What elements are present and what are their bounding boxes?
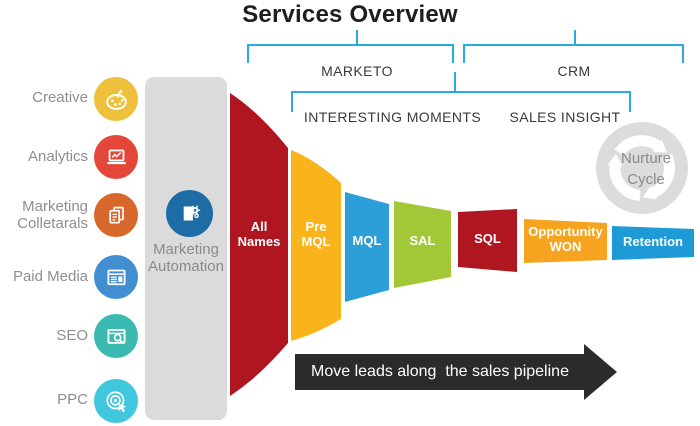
page-title: Services Overview xyxy=(242,1,458,28)
stage-label-sal: SAL xyxy=(409,233,436,248)
stage-label-retention: Retention xyxy=(623,234,683,249)
bracket-label-marketo: MARKETO xyxy=(321,63,393,79)
marketing-automation-bar xyxy=(145,77,227,420)
funnel-stage-all-names xyxy=(230,93,288,396)
funnel-stage-sal xyxy=(394,201,451,288)
bracket-lines xyxy=(247,30,684,112)
sidebar-item-creative: Creative xyxy=(32,89,88,106)
stage-label-mql: MQL xyxy=(352,233,382,248)
seo-icon-circle xyxy=(94,314,138,358)
palette-icon xyxy=(105,89,127,110)
document-gear-icon xyxy=(183,205,201,221)
funnel-stage-opportunity-won xyxy=(524,219,607,263)
laptop-chart-icon xyxy=(106,149,126,164)
stage-label-all-names: All Names xyxy=(237,219,281,249)
recycle-icon xyxy=(596,122,688,214)
bracket-label-sales-insight: SALES INSIGHT xyxy=(509,109,621,125)
pipeline-arrow xyxy=(295,344,617,400)
stage-label-opportunity-won: Opportunity WON xyxy=(528,224,603,254)
analytics-icon-circle xyxy=(94,135,138,179)
bracket-label-crm: CRM xyxy=(557,63,591,79)
sidebar-item-paid-media: Paid Media xyxy=(12,268,88,285)
sidebar-item-seo: SEO xyxy=(56,327,88,344)
ppc-icon-circle xyxy=(94,379,138,423)
bracket-label-interesting-moments: INTERESTING MOMENTS xyxy=(303,109,482,125)
sidebar-item-ppc: PPC xyxy=(57,391,88,408)
sidebar-item-analytics: Analytics xyxy=(27,148,88,165)
browser-search-icon xyxy=(107,328,125,344)
funnel-stage-retention xyxy=(612,226,694,260)
funnel-stage-sql xyxy=(458,209,517,272)
paid-media-icon-circle xyxy=(94,255,138,299)
target-click-icon xyxy=(105,390,126,412)
creative-icon-circle xyxy=(94,77,138,121)
browser-ad-icon xyxy=(107,269,125,285)
stage-label-sql: SQL xyxy=(474,231,501,246)
colletarals-icon-circle xyxy=(94,193,138,237)
marketing-automation-label: Marketing Automation xyxy=(148,241,224,275)
funnel-stage-mql xyxy=(345,192,389,302)
documents-icon xyxy=(108,206,124,224)
marketing-automation-icon-circle xyxy=(166,190,213,237)
nurture-cycle-label: Nurture Cycle xyxy=(620,150,672,188)
funnel-stage-pre-mql xyxy=(291,150,341,341)
sidebar-item-colletarals: Marketing Colletarals xyxy=(17,198,88,232)
pipeline-arrow-label: Move leads along the sales pipeline xyxy=(311,363,569,380)
stage-label-pre-mql: Pre MQL xyxy=(301,219,331,249)
